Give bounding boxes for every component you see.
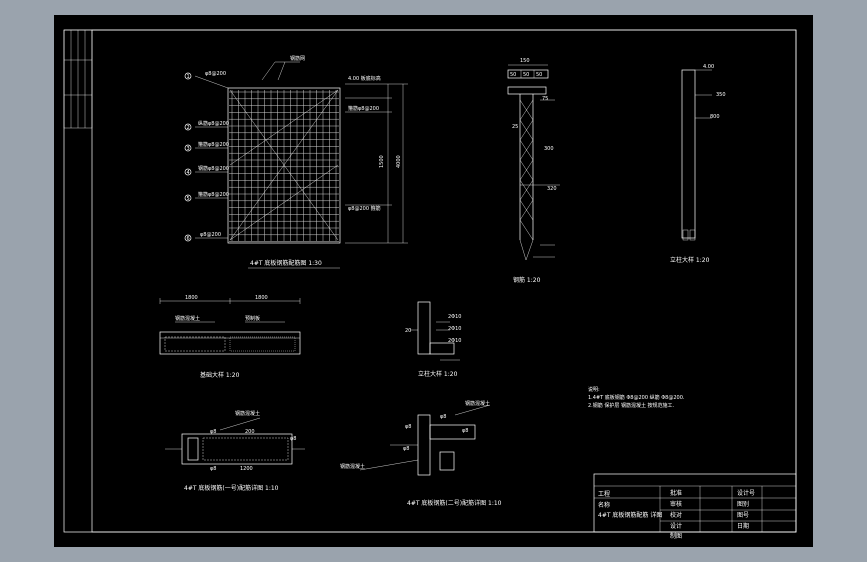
section-c-caption: 4#T 底板钢筋(一号)配筋详图 1:10 <box>184 484 279 492</box>
marker-5 <box>184 194 192 202</box>
marker-3 <box>184 144 192 152</box>
truss-label: 25 <box>512 124 518 130</box>
column-elevation: 4.00 <box>703 64 714 70</box>
dimension-height: 1500 <box>379 155 385 168</box>
column-dim: 350 <box>716 92 726 98</box>
truss-dim: 150 <box>520 58 530 64</box>
section-b-label: 2Φ10 <box>448 314 461 320</box>
title-block-drawing-name: 4#T 底板钢筋配筋 详图 <box>598 511 662 519</box>
truss-label: 320 <box>547 186 557 192</box>
section-d-detail[interactable] <box>359 404 491 476</box>
title-block-field: 图别 <box>737 500 749 508</box>
annotation-r5: 箍筋φ8@200 <box>198 191 229 198</box>
section-d-label: φ8 <box>403 446 409 452</box>
notes-line: 1.4#T 底板钢筋 Φ8@200 纵筋 Φ8@200. <box>588 394 685 401</box>
annotation-r6: φ8@200 <box>200 232 221 238</box>
title-block-project: 工程 <box>598 490 610 498</box>
marker-4 <box>184 168 192 176</box>
section-d-label: 钢筋混凝土 <box>465 400 490 407</box>
section-c-label: φ8 <box>210 466 216 472</box>
column-detail[interactable] <box>681 69 712 241</box>
truss-label: 75 <box>542 96 548 102</box>
annotation-right-mid: 箍筋φ8@200 <box>348 105 379 112</box>
section-c-detail[interactable] <box>165 417 305 465</box>
annotation-right-low: φ8@200 箍筋 <box>348 205 381 212</box>
marker-2 <box>184 123 192 131</box>
inner-frame <box>91 29 797 533</box>
title-block[interactable] <box>593 473 797 533</box>
marker-label: 1 <box>187 74 190 80</box>
title-block-field: 日期 <box>737 522 749 530</box>
section-c-label: 200 <box>245 429 255 435</box>
notes-title: 说明: <box>588 386 600 393</box>
rebar-grid <box>229 90 339 242</box>
annotation-right-top: 4.00 板底标高 <box>348 75 381 82</box>
title-block-field: 设计 <box>670 522 682 530</box>
marker-label: 3 <box>187 146 190 152</box>
truss-caption: 钢筋 1:20 <box>513 276 541 284</box>
annotation-r2: 纵筋φ8@200 <box>198 120 229 127</box>
column-dim: 800 <box>710 114 720 120</box>
marker-label: 5 <box>187 196 190 202</box>
truss-dim: 50 <box>536 72 542 78</box>
marker-label: 2 <box>187 125 190 131</box>
truss-dim: 50 <box>510 72 516 78</box>
notes-line: 2.钢筋 保护层 钢筋混凝土 按规范施工. <box>588 402 675 409</box>
section-a-detail[interactable] <box>159 298 301 355</box>
truss-dim: 50 <box>523 72 529 78</box>
annotation-top: φ8@200 <box>205 71 226 77</box>
binding-strip <box>63 29 93 129</box>
title-block-field: 图号 <box>737 512 749 519</box>
marker-label: 6 <box>187 236 190 242</box>
section-c-label: φ8 <box>210 429 216 435</box>
reinforcement-elevation[interactable] <box>194 61 408 244</box>
dimension-height-total: 4000 <box>396 155 402 168</box>
marker-label: 4 <box>187 170 190 176</box>
section-b-label: 20 <box>405 328 411 334</box>
marker-1 <box>184 72 192 80</box>
title-block-field: 审核 <box>670 500 682 508</box>
title-block-field: 校对 <box>670 511 682 519</box>
section-d-label: 钢筋混凝土 <box>340 463 365 470</box>
section-a-dim-right: 1800 <box>255 295 268 301</box>
annotation-mesh: 钢筋网 <box>290 55 305 62</box>
section-c-label: φ8 <box>290 436 296 442</box>
annotation-r3: 箍筋φ8@200 <box>198 141 229 148</box>
annotation-r4: 钢筋φ8@200 <box>198 165 229 172</box>
section-a-note: 钢筋混凝土 <box>175 315 200 322</box>
section-b-caption: 立柱大样 1:20 <box>418 370 458 378</box>
title-block-field: 设计号 <box>737 489 755 497</box>
truss-detail[interactable] <box>507 64 560 261</box>
section-b-label: 2Φ10 <box>448 326 461 332</box>
position-markers: 1 2 3 4 5 6 <box>184 72 192 242</box>
section-d-label: φ8 <box>462 428 468 434</box>
title-block-field: 制图 <box>670 532 682 540</box>
elevation-caption: 4#T 底板钢筋配筋图 1:30 <box>250 259 322 267</box>
title-block-name: 名称 <box>598 501 610 509</box>
section-b-detail[interactable] <box>410 301 460 361</box>
model-space-background <box>54 15 813 547</box>
section-a-caption: 基础大样 1:20 <box>200 371 240 379</box>
section-a-note: 预制板 <box>245 315 260 322</box>
marker-6 <box>184 234 192 242</box>
section-c-label: 1200 <box>240 466 253 472</box>
section-d-label: φ8 <box>405 424 411 430</box>
section-d-caption: 4#T 底板钢筋(二号)配筋详图 1:10 <box>407 499 502 507</box>
column-caption: 立柱大样 1:20 <box>670 256 710 264</box>
truss-label: 300 <box>544 146 554 152</box>
title-block-field: 批准 <box>670 489 682 497</box>
section-d-label: φ8 <box>440 414 446 420</box>
section-a-dim-left: 1800 <box>185 295 198 301</box>
section-c-label: 钢筋混凝土 <box>235 410 260 417</box>
section-b-label: 2Φ10 <box>448 338 461 344</box>
